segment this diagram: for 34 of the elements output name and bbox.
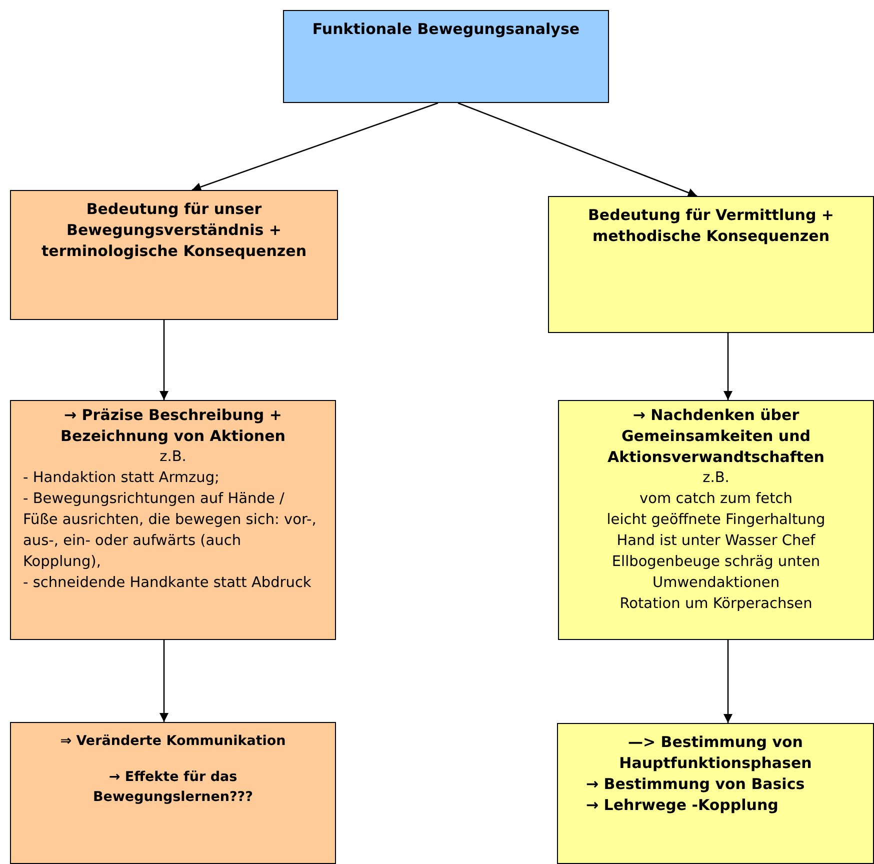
box-text: Hand ist unter Wasser Chef — [616, 532, 816, 551]
text-box — [558, 400, 874, 640]
arrow — [724, 333, 732, 400]
box-heading: Bedeutung für unser Bewegungsverständnis + terminologische Konsequenzen — [40, 199, 308, 262]
arrow — [724, 640, 732, 723]
list-item: - Bewegungsrichtungen auf Hände / Füße ausrichten, die bewegen sich: vor-, aus-, ein- oder aufwärts (auch Kopplung), — [22, 490, 318, 572]
text-box — [10, 400, 336, 640]
box-heading: Funktionale Bewegungsanalyse — [311, 19, 581, 40]
arrow — [160, 320, 168, 400]
text-box — [283, 10, 609, 103]
box-text: leicht geöffnete Fingerhaltung — [606, 511, 826, 530]
text-box — [557, 723, 874, 864]
text-box — [548, 196, 874, 333]
box-text: Umwendaktionen — [651, 574, 781, 593]
box-text: Ellbogenbeuge schräg unten — [610, 553, 822, 572]
box-heading: —> Bestimmung von Hauptfunktionsphasen — [618, 732, 813, 774]
box-heading: → Nachdenken über Gemeinsamkeiten und Aktionsverwandtschaften — [606, 405, 826, 468]
box-text: vom catch zum fetch — [638, 490, 794, 509]
arrow — [160, 640, 168, 722]
text-box — [10, 190, 338, 320]
text-box — [10, 722, 336, 864]
list-item: - Handaktion statt Armzug; — [22, 469, 220, 488]
box-text: → Bestimmung von Basics — [585, 774, 806, 795]
box-text: z.B. — [158, 448, 188, 467]
box-heading: ⇒ Veränderte Kommunikation — [59, 732, 287, 751]
arrow — [192, 102, 438, 192]
arrow — [458, 102, 698, 197]
box-text: → Lehrwege -Kopplung — [585, 795, 780, 816]
box-text: z.B. — [702, 469, 730, 488]
list-item: - schneidende Handkante statt Abdruck — [22, 574, 312, 593]
box-text: → Effekte für das Bewegungslernen??? — [92, 768, 254, 807]
box-text: Rotation um Körperachsen — [618, 595, 814, 614]
box-heading: Bedeutung für Vermittlung + methodische Konsequenzen — [586, 205, 835, 247]
box-heading: → Präzise Beschreibung + Bezeichnung von Aktionen — [60, 405, 286, 447]
